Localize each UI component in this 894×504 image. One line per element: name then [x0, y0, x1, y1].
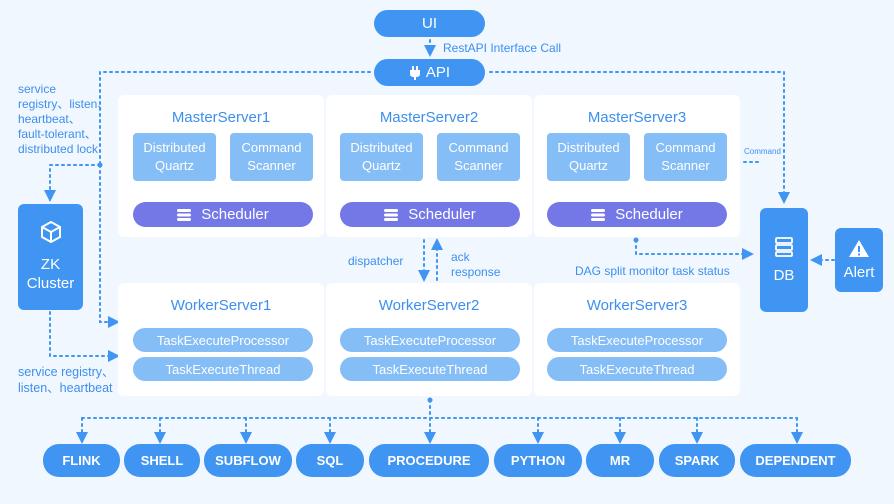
warning-icon: [849, 240, 869, 257]
scheduler-pill: Scheduler: [133, 202, 313, 227]
dag-split-label: DAG split monitor task status: [575, 264, 730, 278]
command-label: Command: [744, 147, 781, 156]
task-execute-thread: TaskExecuteThread: [133, 357, 313, 381]
task-type-procedure: PROCEDURE: [369, 444, 489, 477]
task-type-spark: SPARK: [659, 444, 735, 477]
worker-server-2: WorkerServer2 TaskExecuteProcessor TaskE…: [326, 283, 532, 396]
master-title: MasterServer2: [379, 109, 479, 126]
stack-icon: [177, 208, 192, 221]
zk-registry-note-top: service registry、listen、 heartbeat、 faul…: [18, 82, 110, 156]
plug-icon: [409, 65, 420, 80]
alert-node: Alert: [835, 228, 883, 292]
task-type-mr: MR: [586, 444, 654, 477]
stack-icon: [384, 208, 399, 221]
worker-title: WorkerServer3: [586, 297, 688, 314]
cube-icon: [40, 221, 61, 243]
task-execute-thread: TaskExecuteThread: [340, 357, 520, 381]
dispatcher-label: dispatcher: [348, 254, 404, 268]
zk-cluster-node: ZK Cluster: [18, 204, 83, 310]
scheduler-pill: Scheduler: [340, 202, 520, 227]
worker-title: WorkerServer1: [170, 297, 272, 314]
task-type-shell: SHELL: [124, 444, 200, 477]
zk-registry-note-bottom: service registry、 listen、heartbeat: [18, 365, 115, 395]
ack-response-label: ack response: [451, 250, 501, 279]
api-node: API: [374, 59, 485, 86]
master-title: MasterServer1: [171, 109, 271, 126]
restapi-label: RestAPI Interface Call: [443, 41, 562, 55]
master-title: MasterServer3: [587, 109, 687, 126]
scheduler-pill: Scheduler: [547, 202, 727, 227]
worker-title: WorkerServer2: [378, 297, 480, 314]
worker-server-3: WorkerServer3 TaskExecuteProcessor TaskE…: [534, 283, 740, 396]
ui-label: UI: [422, 15, 437, 32]
stack-icon: [591, 208, 606, 221]
task-execute-processor: TaskExecuteProcessor: [133, 328, 313, 352]
ui-node: UI: [374, 10, 485, 37]
task-type-sql: SQL: [296, 444, 364, 477]
api-label: API: [425, 64, 451, 81]
task-type-dependent: DEPENDENT: [740, 444, 851, 477]
task-execute-processor: TaskExecuteProcessor: [340, 328, 520, 352]
task-type-flink: FLINK: [43, 444, 120, 477]
task-execute-thread: TaskExecuteThread: [547, 357, 727, 381]
db-node: DB: [760, 208, 808, 312]
worker-server-1: WorkerServer1 TaskExecuteProcessor TaskE…: [118, 283, 324, 396]
task-type-subflow: SUBFLOW: [204, 444, 292, 477]
database-icon: [775, 236, 793, 257]
task-execute-processor: TaskExecuteProcessor: [547, 328, 727, 352]
task-type-python: PYTHON: [494, 444, 582, 477]
